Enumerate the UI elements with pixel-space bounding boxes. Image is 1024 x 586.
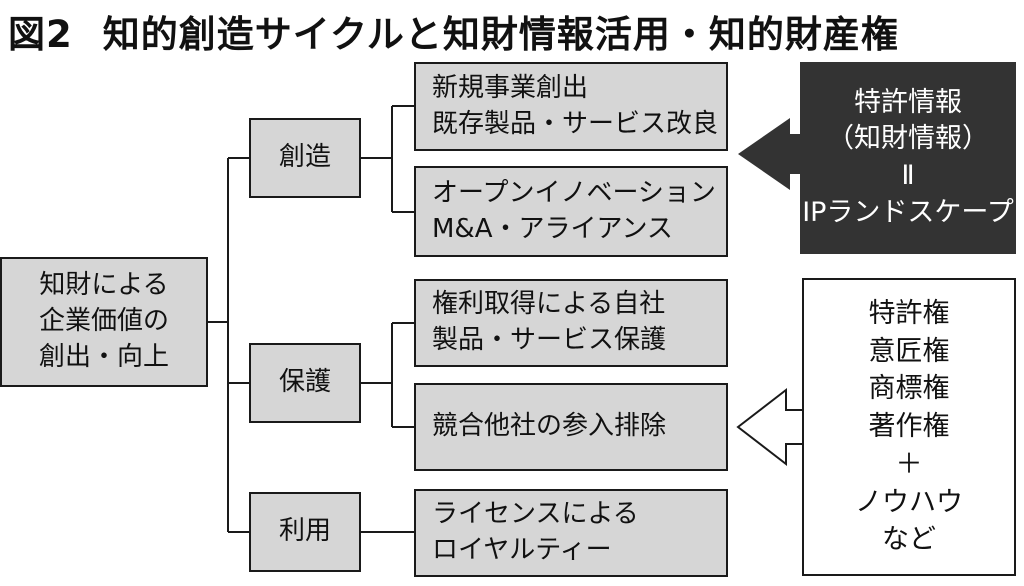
ip-right-line: 著作権 (868, 411, 950, 443)
figure-title: 図2 知的創造サイクルと知財情報活用・知的財産権 (8, 4, 899, 58)
outcome-line: 既存製品・サービス改良 (432, 108, 719, 139)
outcome-line: 新規事業創出 (432, 72, 589, 103)
root-box-value-creation: 知財による 企業価値の 創出・向上 (0, 257, 208, 387)
root-line-1: 知財による (39, 270, 169, 301)
root-line-2: 企業価値の (38, 306, 169, 337)
patent-info-box: 特許情報 （知財情報） Ⅱ IPランドスケープ (800, 62, 1016, 254)
outcome-box-open-innovation: オープンイノベーション M&A・アライアンス (414, 166, 728, 257)
branch-box-create: 創造 (249, 118, 361, 198)
ip-right-line: 意匠権 (868, 335, 950, 367)
figure-number: 図2 (8, 13, 73, 56)
branch-label-protect: 保護 (278, 367, 331, 398)
ip-right-line: ノウハウ (855, 486, 963, 518)
patent-info-line: Ⅱ (901, 160, 915, 191)
branch-box-protect: 保護 (249, 343, 361, 423)
outcome-line: M&A・アライアンス (432, 213, 673, 244)
outcome-box-exclude-competitors: 競合他社の参入排除 (414, 383, 728, 471)
outcome-box-product-protection: 権利取得による自社 製品・サービス保護 (414, 279, 728, 367)
branch-label-create: 創造 (278, 142, 331, 173)
figure-caption: 知的創造サイクルと知財情報活用・知的財産権 (102, 13, 899, 56)
outcome-box-license-royalty: ライセンスによる ロイヤルティー (414, 489, 728, 577)
outcome-line: ロイヤルティー (432, 535, 612, 565)
outcome-line: 競合他社の参入排除 (432, 411, 667, 442)
outcome-line: 権利取得による自社 (432, 289, 666, 320)
outcome-line: 製品・サービス保護 (432, 325, 667, 355)
branch-box-use: 利用 (249, 492, 361, 572)
root-line-3: 創出・向上 (38, 341, 169, 372)
patent-info-line: 特許情報 (854, 86, 962, 118)
outcome-box-new-business: 新規事業創出 既存製品・サービス改良 (414, 62, 728, 151)
ip-right-line: など (882, 524, 936, 556)
patent-info-line: IPランドスケープ (802, 196, 1014, 228)
branch-label-use: 利用 (278, 516, 331, 547)
outcome-line: オープンイノベーション (432, 177, 716, 208)
ip-right-line: ＋ (895, 448, 923, 480)
outcome-line: ライセンスによる (432, 499, 639, 530)
ip-right-line: 商標権 (868, 373, 950, 405)
ip-right-line: 特許権 (868, 297, 950, 329)
ip-rights-box: 特許権 意匠権 商標権 著作権 ＋ ノウハウ など (802, 278, 1016, 576)
ip-rights-arrow (736, 387, 805, 467)
patent-info-arrow (738, 118, 812, 190)
patent-info-line: （知財情報） (827, 123, 989, 155)
